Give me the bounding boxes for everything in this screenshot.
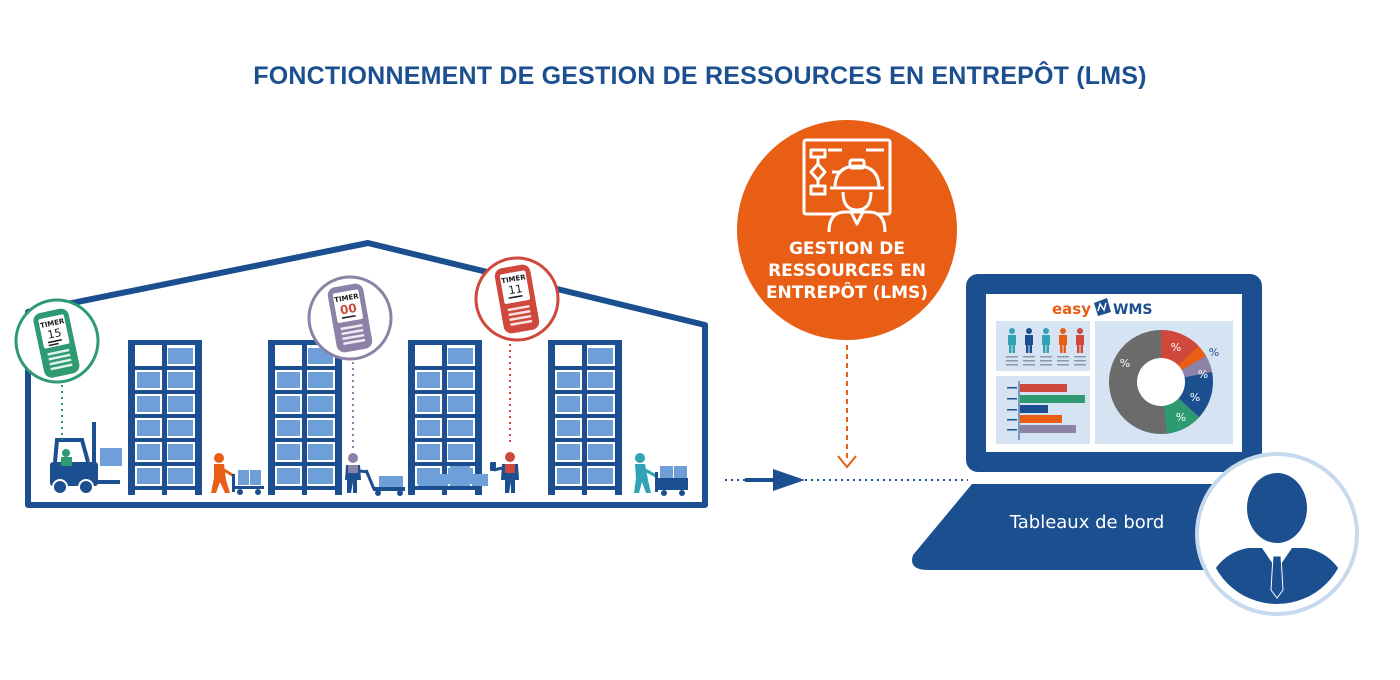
donut-percent: % [1190, 391, 1200, 404]
brand-wms: WMS [1113, 302, 1152, 318]
lms-link-arrow [837, 455, 857, 469]
people-icons [1006, 328, 1086, 366]
brand-easy: easy [1052, 300, 1091, 318]
donut-percent: % [1120, 357, 1130, 370]
worker-purple [345, 453, 405, 496]
device-timer-value: 00 [339, 301, 358, 318]
worker-orange [211, 453, 264, 495]
laptop: Tableaux de bord easy WMS [912, 274, 1326, 570]
lms-label-line3: ENTREPÔT (LMS) [766, 281, 928, 303]
worker-red [490, 452, 519, 493]
dashboard-caption: Tableaux de bord [1009, 512, 1165, 533]
mini-donut-chart: % % % % % % [1109, 330, 1219, 434]
page-title: FONCTIONNEMENT DE GESTION DE RESSOURCES … [253, 62, 1147, 90]
lms-label-line2: RESSOURCES EN [768, 261, 926, 281]
lms-label-line1: GESTION DE [789, 239, 905, 259]
shelving-racks [128, 340, 622, 495]
handheld-device-purple: TIMER 00 [307, 275, 393, 361]
donut-percent: % [1176, 411, 1186, 424]
flow-arrow [725, 469, 968, 491]
floor-boxes [418, 466, 488, 486]
donut-percent: % [1209, 346, 1219, 359]
brand-n-icon [1094, 298, 1111, 316]
manager-avatar [1195, 452, 1359, 616]
arrow-head [773, 469, 805, 491]
donut-percent: % [1198, 368, 1208, 381]
worker-teal [634, 453, 688, 496]
device-timer-value: 15 [46, 326, 62, 342]
handheld-device-red: TIMER 11 [474, 256, 560, 342]
donut-percent: % [1171, 341, 1181, 354]
engineer-whiteboard-icon [802, 138, 892, 233]
lms-node: GESTION DE RESSOURCES EN ENTREPÔT (LMS) [737, 120, 957, 469]
forklift [50, 422, 122, 495]
device-timer-value: 11 [507, 282, 523, 297]
mini-bar-chart [1007, 381, 1085, 440]
handheld-device-green: TIMER 15 [14, 298, 100, 384]
rack [128, 340, 202, 495]
